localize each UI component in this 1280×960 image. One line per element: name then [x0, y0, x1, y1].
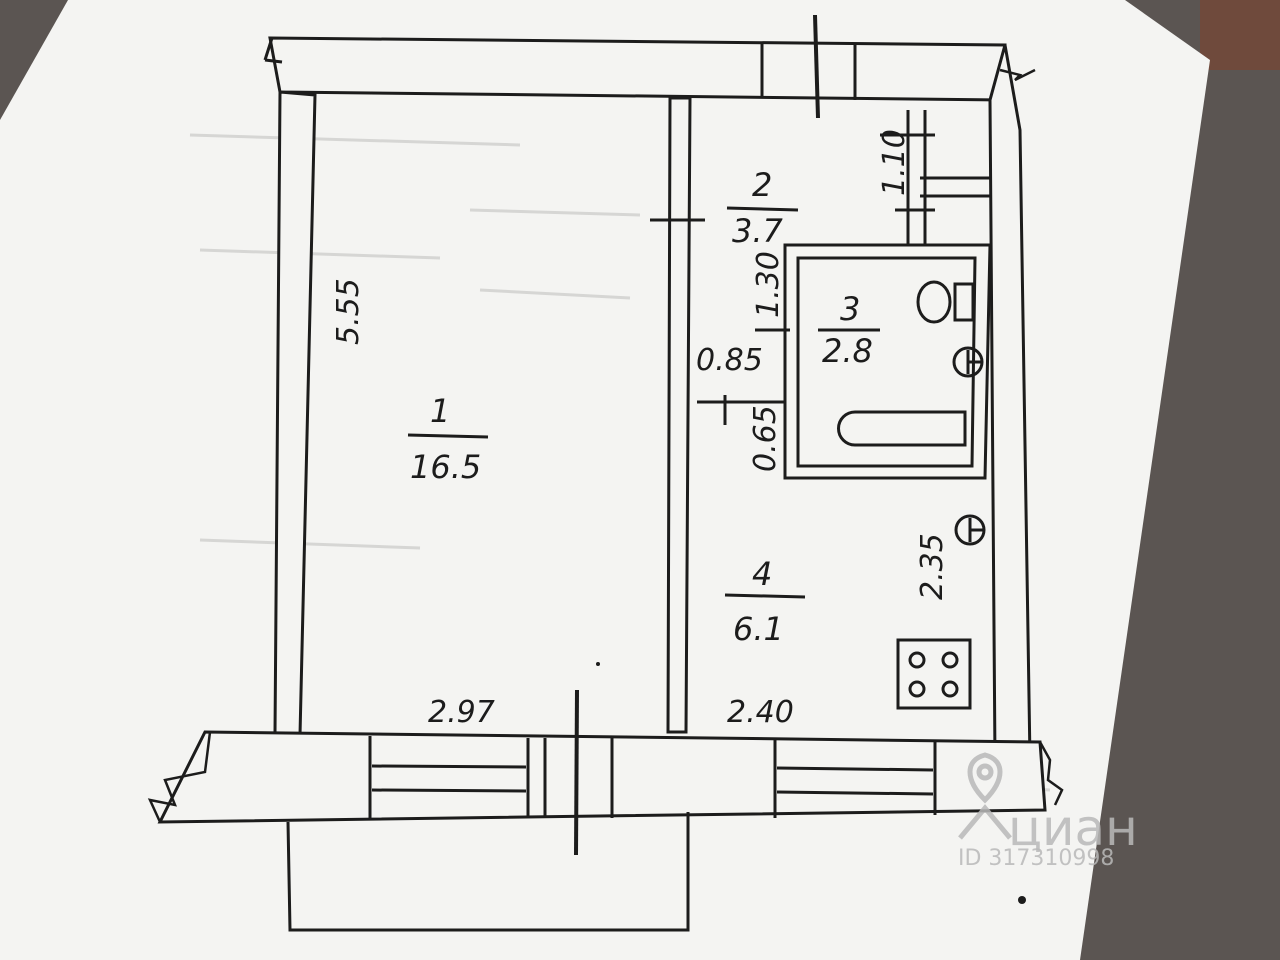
room-1-number: 1: [430, 392, 450, 430]
room-4-number: 4: [752, 555, 772, 593]
bottom-window-left: [368, 736, 530, 818]
room-3-area: 2.8: [822, 332, 873, 370]
kitchen-sink-icon: [954, 514, 986, 546]
partition-wall: [666, 96, 692, 734]
watermark-brand: циан: [1008, 799, 1138, 857]
table-corner: [1200, 0, 1280, 70]
bottom-window-middle: [543, 689, 614, 856]
top-wall: [268, 36, 1007, 102]
balcony: [286, 812, 690, 932]
bathroom-wall-outer: [783, 243, 992, 480]
toilet-icon: [916, 280, 975, 324]
bottom-window-right: [773, 740, 937, 818]
dim-room4-length: 2.35: [915, 533, 950, 600]
bathtub-icon: [837, 410, 967, 447]
ink-speck: [1018, 896, 1026, 904]
dim-room4-width: 2.40: [727, 695, 794, 730]
floor-plan: [147, 14, 1064, 932]
dim-room1-length: 5.55: [331, 278, 366, 345]
room-3-number: 3: [840, 290, 860, 328]
sink-icon: [952, 346, 984, 378]
dim-hall-1: 1.10: [877, 129, 912, 196]
dim-hall-2: 1.30: [751, 251, 786, 318]
room-4-area: 6.1: [733, 610, 784, 648]
room-2-number: 2: [752, 166, 772, 204]
dim-room1-width: 2.97: [428, 695, 495, 730]
watermark: циан ID 317310998: [958, 752, 1138, 871]
pin-icon: [958, 752, 1012, 840]
ink-speck: [596, 662, 600, 666]
watermark-id: ID 317310998: [958, 846, 1114, 871]
dim-hall-4: 0.65: [748, 405, 783, 472]
dim-hall-3: 0.85: [696, 343, 763, 378]
bathroom-wall-inner: [796, 256, 977, 468]
room-2-area: 3.7: [732, 212, 784, 250]
room-1-area: 16.5: [410, 448, 481, 486]
bottom-wall: [157, 730, 1047, 824]
stove-icon: [896, 638, 972, 710]
